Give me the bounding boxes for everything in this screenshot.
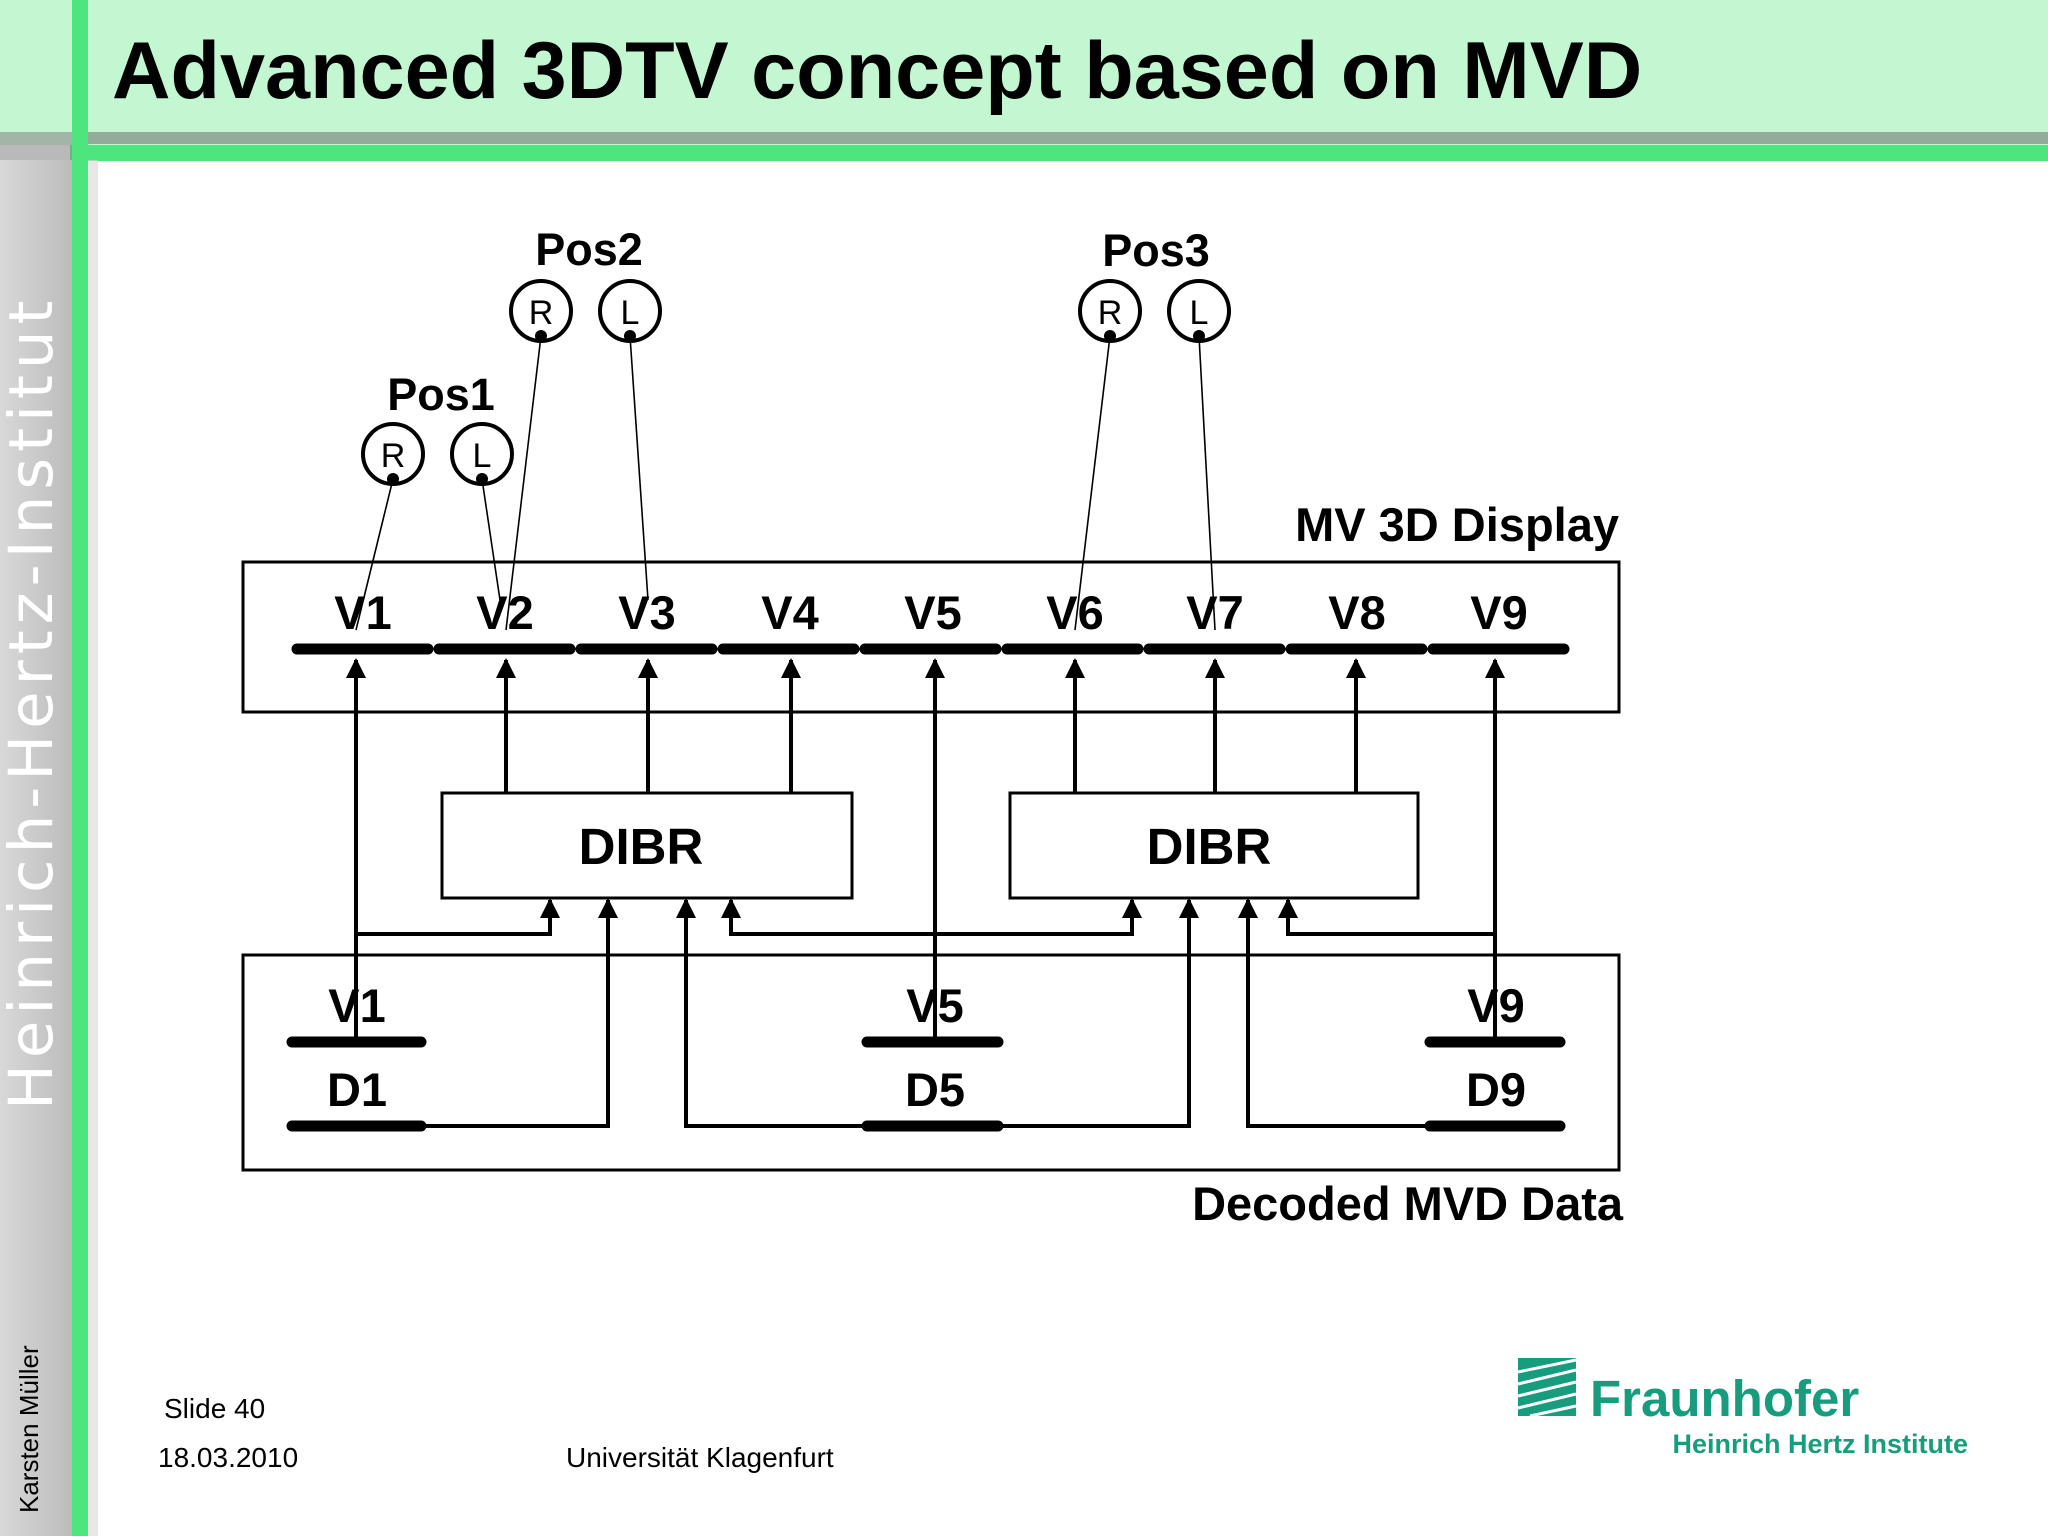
dibr-label-1: DIBR bbox=[579, 818, 704, 875]
view-label-v9: V9 bbox=[1470, 586, 1528, 639]
eye-label-pos2-l: L bbox=[621, 294, 640, 332]
decoded-depth-d1: D1 bbox=[327, 1063, 387, 1116]
data-label: Decoded MVD Data bbox=[1192, 1177, 1624, 1230]
decoded-depth-d5: D5 bbox=[905, 1063, 965, 1116]
eye-label-pos3-l: L bbox=[1190, 294, 1209, 332]
slide-title: Advanced 3DTV concept based on MVD bbox=[112, 26, 1642, 116]
display-label: MV 3D Display bbox=[1295, 498, 1619, 551]
view-label-v5: V5 bbox=[904, 586, 962, 639]
position-label-pos1: Pos1 bbox=[387, 369, 495, 420]
diagram-labels: MV 3D Display Decoded MVD Data V1 V2 V3 … bbox=[327, 224, 1624, 1230]
logo-subtitle: Heinrich Hertz Institute bbox=[1672, 1429, 1968, 1459]
position-label-pos3: Pos3 bbox=[1102, 225, 1210, 276]
position-label-pos2: Pos2 bbox=[535, 224, 643, 275]
dibr-label-2: DIBR bbox=[1147, 818, 1272, 875]
data-box bbox=[241, 953, 1621, 1172]
sidebar-top-block bbox=[0, 0, 72, 145]
view-label-v4: V4 bbox=[761, 586, 819, 639]
decoded-depth-d9: D9 bbox=[1466, 1063, 1526, 1116]
fraunhofer-logo-mark bbox=[1517, 1358, 1577, 1418]
author-name: Karsten Müller bbox=[14, 1345, 44, 1513]
view-label-v8: V8 bbox=[1328, 586, 1386, 639]
fraunhofer-logo: Fraunhofer Heinrich Hertz Institute bbox=[1517, 1358, 1968, 1459]
header-shadow bbox=[86, 132, 2048, 144]
view-label-v3: V3 bbox=[618, 586, 676, 639]
view-label-v7: V7 bbox=[1186, 586, 1244, 639]
view-label-v1: V1 bbox=[334, 586, 392, 639]
display-box bbox=[241, 560, 1621, 714]
diagram bbox=[241, 279, 1621, 1172]
header-accent-line bbox=[70, 145, 2048, 161]
viewer-sight-lines bbox=[355, 335, 1216, 631]
sidebar-shadow bbox=[0, 132, 72, 160]
view-label-v2: V2 bbox=[476, 586, 534, 639]
direct-view-arrows bbox=[346, 658, 1505, 1040]
slide-venue: Universität Klagenfurt bbox=[566, 1442, 834, 1473]
sidebar-inner-shadow bbox=[88, 160, 98, 1536]
view-distribution-lines bbox=[356, 898, 1495, 936]
decoded-view-v9: V9 bbox=[1467, 979, 1525, 1032]
logo-name: Fraunhofer bbox=[1590, 1370, 1859, 1427]
sidebar-accent-line bbox=[72, 0, 88, 1536]
viewer-eye-dots bbox=[387, 330, 1205, 485]
eye-label-pos1-l: L bbox=[473, 437, 492, 475]
sidebar-institute-text: Heinrich-Hertz-Institut bbox=[0, 295, 67, 1110]
depth-lines bbox=[421, 898, 1430, 1128]
dibr-output-arrows bbox=[496, 658, 1366, 793]
header-band bbox=[0, 0, 2048, 145]
sidebar-panel bbox=[0, 160, 72, 1536]
decoded-view-v5: V5 bbox=[906, 979, 964, 1032]
decoded-bars bbox=[286, 1036, 1566, 1132]
eye-label-pos2-r: R bbox=[529, 294, 554, 332]
author-label-holder: Karsten Müller bbox=[0, 1103, 60, 1513]
eye-label-pos3-r: R bbox=[1098, 294, 1123, 332]
eye-label-pos1-r: R bbox=[381, 437, 406, 475]
decoded-view-v1: V1 bbox=[328, 979, 386, 1032]
slide-date: 18.03.2010 bbox=[158, 1442, 298, 1473]
slide-number: Slide 40 bbox=[164, 1393, 265, 1424]
view-label-v6: V6 bbox=[1046, 586, 1104, 639]
